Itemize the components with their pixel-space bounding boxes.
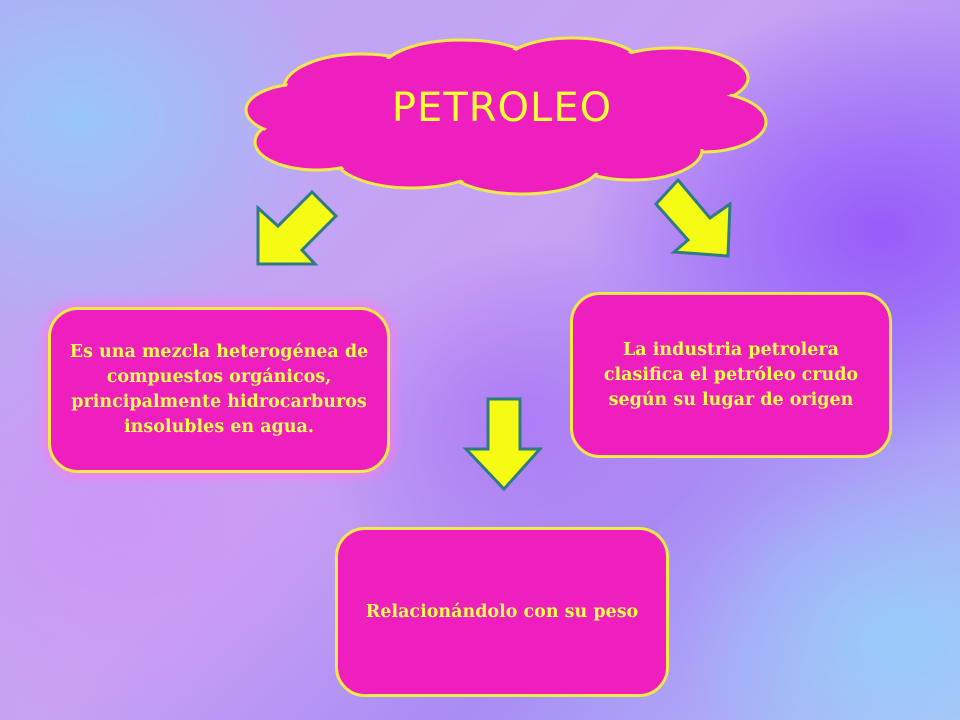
classification-text: La industria petrolera clasifica el petr…	[603, 339, 859, 410]
classification-box: La industria petrolera clasifica el petr…	[570, 292, 892, 458]
diagram-title: PETROLEO	[391, 85, 613, 131]
arrow-down-right-icon	[653, 177, 732, 258]
definition-box: Es una mezcla heterogénea de compuestos …	[48, 307, 390, 473]
weight-text: Relacionándolo con su peso	[365, 601, 639, 622]
arrow-down-left-icon	[256, 189, 339, 266]
definition-text: Es una mezcla heterogénea de compuestos …	[69, 342, 369, 437]
arrow-down-icon	[462, 397, 544, 492]
cloud-shape	[244, 36, 768, 196]
weight-box: Relacionándolo con su peso	[335, 527, 669, 697]
